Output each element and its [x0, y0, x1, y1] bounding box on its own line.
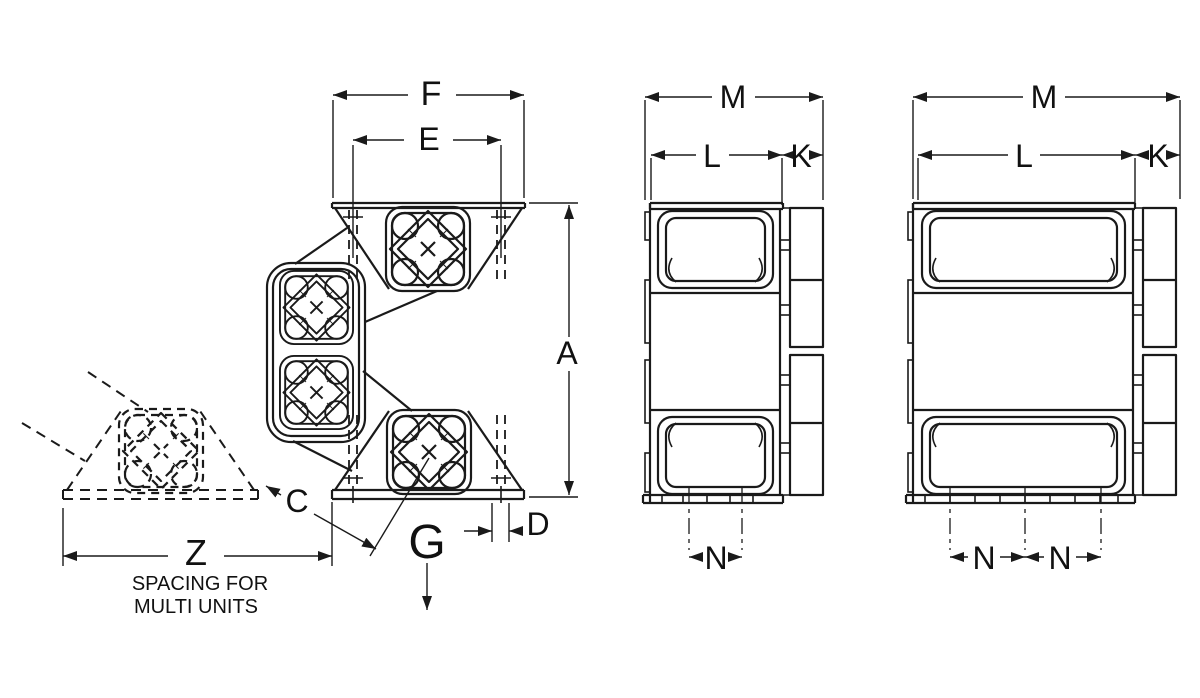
spacing-note-line1: SPACING FOR — [132, 573, 268, 595]
dim-N-compact: N — [689, 540, 742, 576]
dim-label-k-wide: K — [1147, 138, 1168, 174]
dim-L-wide: L — [917, 138, 1136, 204]
dim-N-wide-left: N — [950, 540, 1025, 576]
dim-label-m-wide: M — [1031, 79, 1058, 115]
spacing-note-line2: MULTI UNITS — [134, 596, 258, 618]
dim-label-d: D — [526, 506, 549, 542]
dim-E: E — [352, 121, 502, 258]
front-view: F E A C D — [21, 75, 578, 618]
dim-C: C — [265, 457, 430, 557]
dim-F: F — [332, 75, 525, 198]
dim-label-e: E — [418, 121, 439, 157]
dim-label-z: Z — [185, 532, 207, 573]
wide-body — [904, 201, 1178, 550]
middle-slider — [265, 261, 367, 444]
dim-G: G — [408, 516, 446, 610]
dim-D: D — [464, 503, 550, 542]
dim-K-wide: K — [1135, 138, 1180, 174]
dim-label-m-compact: M — [720, 79, 747, 115]
dim-label-n-wide-left: N — [972, 540, 995, 576]
dim-M-wide: M — [912, 79, 1181, 199]
hole-centerlines — [688, 488, 743, 550]
dim-L-compact: L — [650, 138, 783, 205]
dim-label-c: C — [285, 483, 308, 519]
dim-label-k-compact: K — [790, 138, 811, 174]
dim-M-compact: M — [644, 79, 824, 200]
hole-centerlines — [949, 488, 1102, 550]
side-view-compact: M L K N — [641, 79, 825, 576]
dim-N-wide-right: N — [1025, 540, 1101, 576]
dim-label-g: G — [408, 516, 445, 569]
side-view-wide: M L K N N — [904, 79, 1181, 576]
dim-A: A — [529, 202, 578, 498]
dim-label-f: F — [421, 75, 442, 113]
dim-label-n-compact: N — [704, 540, 727, 576]
dim-label-a: A — [556, 335, 578, 371]
wedge-interface-lines — [292, 227, 438, 472]
dim-label-l-compact: L — [703, 138, 721, 174]
compact-body — [641, 201, 825, 550]
dim-label-l-wide: L — [1015, 138, 1033, 174]
dim-K-compact: K — [782, 138, 823, 174]
upper-bracket — [330, 201, 527, 293]
dim-Z: Z SPACING FOR MULTI UNITS — [62, 502, 333, 618]
lower-bracket — [330, 408, 526, 503]
phantom-unit — [21, 371, 259, 500]
dim-label-n-wide-right: N — [1048, 540, 1071, 576]
